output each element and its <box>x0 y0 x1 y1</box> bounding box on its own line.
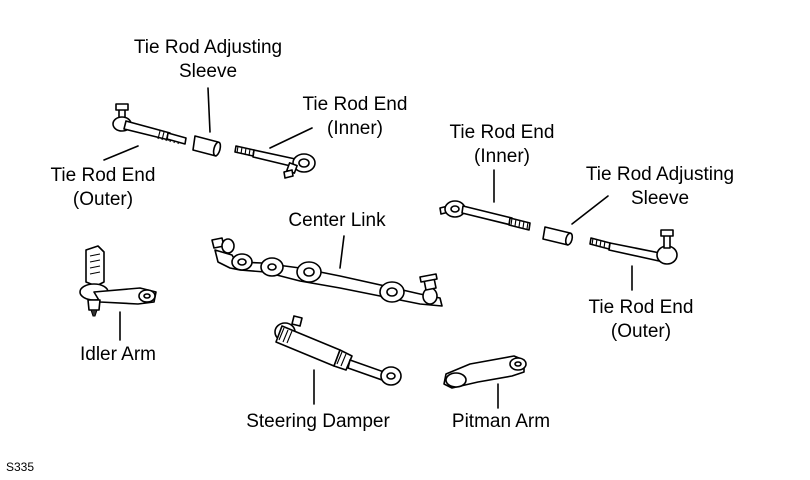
label-outer-tie-rod-end-right-line1: Tie Rod End <box>588 297 694 318</box>
label-steering-damper-text: Steering Damper <box>246 411 390 432</box>
leader-lines <box>103 87 633 409</box>
label-center-link-text: Center Link <box>288 210 386 231</box>
label-outer-tie-rod-end-right: Tie Rod End (Outer) <box>566 296 716 344</box>
label-adjusting-sleeve-left: Tie Rod Adjusting Sleeve <box>108 36 308 84</box>
label-idler-arm: Idler Arm <box>58 343 178 367</box>
outer-tie-rod-end-left <box>112 103 187 145</box>
label-adjusting-sleeve-left-line2: Sleeve <box>178 61 238 82</box>
label-center-link: Center Link <box>262 209 412 233</box>
label-outer-tie-rod-end-right-line2: (Outer) <box>610 321 672 342</box>
label-adjusting-sleeve-right-line2: Sleeve <box>630 188 690 209</box>
label-outer-tie-rod-end-left-line2: (Outer) <box>72 189 134 210</box>
label-outer-tie-rod-end-left-line1: Tie Rod End <box>50 165 156 186</box>
label-adjusting-sleeve-right: Tie Rod Adjusting Sleeve <box>560 163 760 211</box>
adjusting-sleeve-right <box>542 226 574 246</box>
figure-reference: S335 <box>6 460 35 474</box>
label-inner-tie-rod-end-left-line1: Tie Rod End <box>302 94 408 115</box>
idler-arm <box>79 245 157 317</box>
label-steering-damper: Steering Damper <box>228 410 408 434</box>
steering-damper <box>274 315 402 386</box>
center-link <box>211 237 443 307</box>
label-inner-tie-rod-end-left: Tie Rod End (Inner) <box>280 93 430 141</box>
label-inner-tie-rod-end-right-line2: (Inner) <box>474 146 530 167</box>
label-pitman-arm-text: Pitman Arm <box>451 411 551 432</box>
label-inner-tie-rod-end-right: Tie Rod End (Inner) <box>427 121 577 169</box>
adjusting-sleeve-left <box>192 135 222 157</box>
label-adjusting-sleeve-right-line1: Tie Rod Adjusting <box>585 164 735 185</box>
label-inner-tie-rod-end-right-line1: Tie Rod End <box>449 122 555 143</box>
label-outer-tie-rod-end-left: Tie Rod End (Outer) <box>28 164 178 212</box>
label-inner-tie-rod-end-left-line2: (Inner) <box>327 118 383 139</box>
label-adjusting-sleeve-left-line1: Tie Rod Adjusting <box>133 37 283 58</box>
pitman-arm <box>443 355 527 389</box>
label-idler-arm-text: Idler Arm <box>79 344 157 365</box>
inner-tie-rod-end-left <box>234 145 316 179</box>
label-pitman-arm: Pitman Arm <box>436 410 566 434</box>
inner-tie-rod-end-right <box>439 200 531 231</box>
outer-tie-rod-end-right <box>589 229 678 265</box>
